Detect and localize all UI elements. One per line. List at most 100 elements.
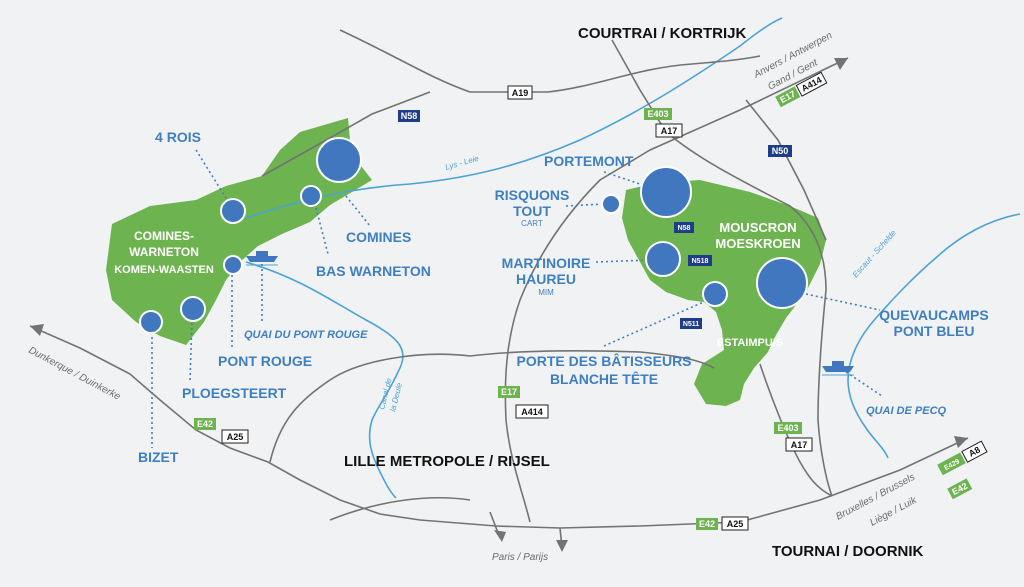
- svg-text:A17: A17: [791, 440, 808, 450]
- road-shield-a25-left: A25: [221, 429, 249, 444]
- label-martinoire-sub: MIM: [538, 288, 554, 297]
- leader-ploegsteert: [189, 317, 193, 383]
- road-shield-e42-left: E42: [194, 418, 216, 430]
- svg-text:A25: A25: [227, 432, 244, 442]
- leader-porte: [603, 299, 709, 347]
- road-shield-e42-right: E42: [947, 478, 973, 500]
- label-risquons-sub: CART: [521, 219, 543, 228]
- label-bas-warneton: BAS WARNETON: [316, 263, 431, 279]
- label-martinoire-line2: HAUREU: [516, 271, 576, 287]
- arrow-w: [30, 324, 44, 336]
- svg-text:E42: E42: [699, 519, 715, 529]
- label-risquons-line2: TOUT: [513, 203, 551, 219]
- road-dunkerque: [29, 325, 497, 527]
- comines-warneton-territory: [106, 118, 372, 345]
- road-shield-e403-top: E403: [644, 108, 672, 120]
- ring-road-lille: [269, 350, 715, 463]
- label-portemont: PORTEMONT: [544, 153, 634, 169]
- deule-canal: [245, 261, 404, 499]
- road-e17-a414: [504, 57, 849, 523]
- site-pont-rouge-dot[interactable]: [223, 255, 243, 275]
- label-porte-line1: PORTE DES BÂTISSEURS: [516, 352, 691, 369]
- leader-martinoire: [595, 259, 651, 263]
- region-mouscron-line2: MOESKROEN: [715, 236, 800, 251]
- label-quai-pecq: QUAI DE PECQ: [866, 405, 947, 417]
- road-shield-n58-mid: N58: [674, 222, 694, 233]
- road-shield-e42-bot: E42: [696, 518, 718, 530]
- river-label-lys: Lys - Leie: [444, 154, 480, 172]
- svg-text:N50: N50: [772, 146, 789, 156]
- label-pont-rouge: PONT ROUGE: [218, 353, 312, 369]
- road-shield-a19: A19: [507, 85, 533, 100]
- leader-quai-pecq: [845, 371, 883, 397]
- road-shield-a25-bot: A25: [721, 516, 749, 531]
- road-shield-n511: N511: [680, 318, 702, 329]
- svg-text:E403: E403: [647, 109, 668, 119]
- label-4-rois: 4 ROIS: [155, 129, 201, 145]
- road-shield-e403-bot: E403: [774, 422, 802, 434]
- site-quevaucamps-dot[interactable]: [756, 257, 808, 309]
- svg-text:A25: A25: [727, 519, 744, 529]
- site-ploegsteert-dot[interactable]: [180, 296, 206, 322]
- road-n58: [261, 91, 431, 177]
- site-portemont-dot[interactable]: [640, 166, 692, 218]
- road-n50: [745, 99, 827, 241]
- label-ploegsteert: PLOEGSTEERT: [182, 385, 287, 401]
- svg-text:A414: A414: [521, 407, 543, 417]
- direction-dunkerque: Dunkerque / Duinkerke: [27, 345, 123, 403]
- city-lille: LILLE METROPOLE / RIJSEL: [344, 453, 550, 470]
- road-shield-a17-bot: A17: [785, 437, 813, 452]
- site-4-rois-dot[interactable]: [220, 198, 246, 224]
- site-bas-warneton-dot[interactable]: [300, 185, 322, 207]
- direction-paris: Paris / Parijs: [492, 552, 548, 563]
- site-martinoire-dot[interactable]: [645, 241, 681, 277]
- label-comines: COMINES: [346, 229, 411, 245]
- label-bizet: BIZET: [138, 449, 179, 465]
- road-a19: [339, 29, 761, 93]
- arrow-s2: [494, 530, 506, 542]
- region-comines-warneton-line1: COMINES-: [134, 229, 194, 243]
- region-estaimpuis: ESTAIMPUIS: [717, 337, 783, 349]
- label-risquons-line1: RISQUONS: [495, 187, 570, 203]
- svg-text:E42: E42: [197, 419, 213, 429]
- svg-text:A19: A19: [512, 88, 529, 98]
- road-a17-bottom: [759, 363, 833, 497]
- label-quevaucamps-line2: PONT BLEU: [894, 323, 975, 339]
- site-risquons-dot[interactable]: [601, 194, 621, 214]
- arrow-ne: [834, 58, 848, 70]
- leader-portemont: [603, 171, 641, 185]
- arrow-s: [556, 540, 568, 552]
- site-comines-dot[interactable]: [316, 137, 362, 183]
- escaut-river: [847, 213, 1021, 459]
- label-porte-line2: BLANCHE TÊTE: [550, 370, 658, 387]
- river-label-escaut: Escaut - Schelde: [851, 228, 899, 279]
- svg-text:E403: E403: [777, 423, 798, 433]
- site-bizet-dot[interactable]: [139, 310, 163, 334]
- leader-risquons: [565, 203, 605, 207]
- road-shield-n518: N518: [688, 255, 712, 266]
- svg-text:A8: A8: [967, 445, 982, 459]
- svg-text:N58: N58: [401, 111, 418, 121]
- road-shield-e17-mid: E17: [498, 386, 520, 398]
- region-comines-warneton-line3: KOMEN-WAASTEN: [114, 264, 214, 276]
- road-shield-e429-a8: E429 A8: [937, 440, 988, 476]
- city-courtrai: COURTRAI / KORTRIJK: [578, 25, 747, 42]
- label-quevaucamps-line1: QUEVAUCAMPS: [879, 307, 988, 323]
- road-shield-a17-top: A17: [655, 123, 683, 138]
- road-e403-a17: [611, 39, 833, 497]
- arrow-e: [954, 436, 968, 448]
- svg-text:N518: N518: [692, 258, 709, 265]
- boat-icon: [822, 361, 854, 376]
- site-porte-dot[interactable]: [702, 281, 728, 307]
- city-tournai: TOURNAI / DOORNIK: [772, 543, 924, 560]
- leader-quevaucamps: [805, 293, 881, 311]
- lys-river: [245, 17, 783, 219]
- road-shield-a414-mid: A414: [515, 404, 549, 419]
- svg-text:N58: N58: [678, 225, 691, 232]
- region-mouscron-line1: MOUSCRON: [719, 220, 796, 235]
- road-shield-n58-top: N58: [398, 110, 420, 122]
- svg-text:A17: A17: [661, 126, 678, 136]
- leader-comines: [345, 195, 371, 227]
- label-martinoire-line1: MARTINOIRE: [502, 255, 591, 271]
